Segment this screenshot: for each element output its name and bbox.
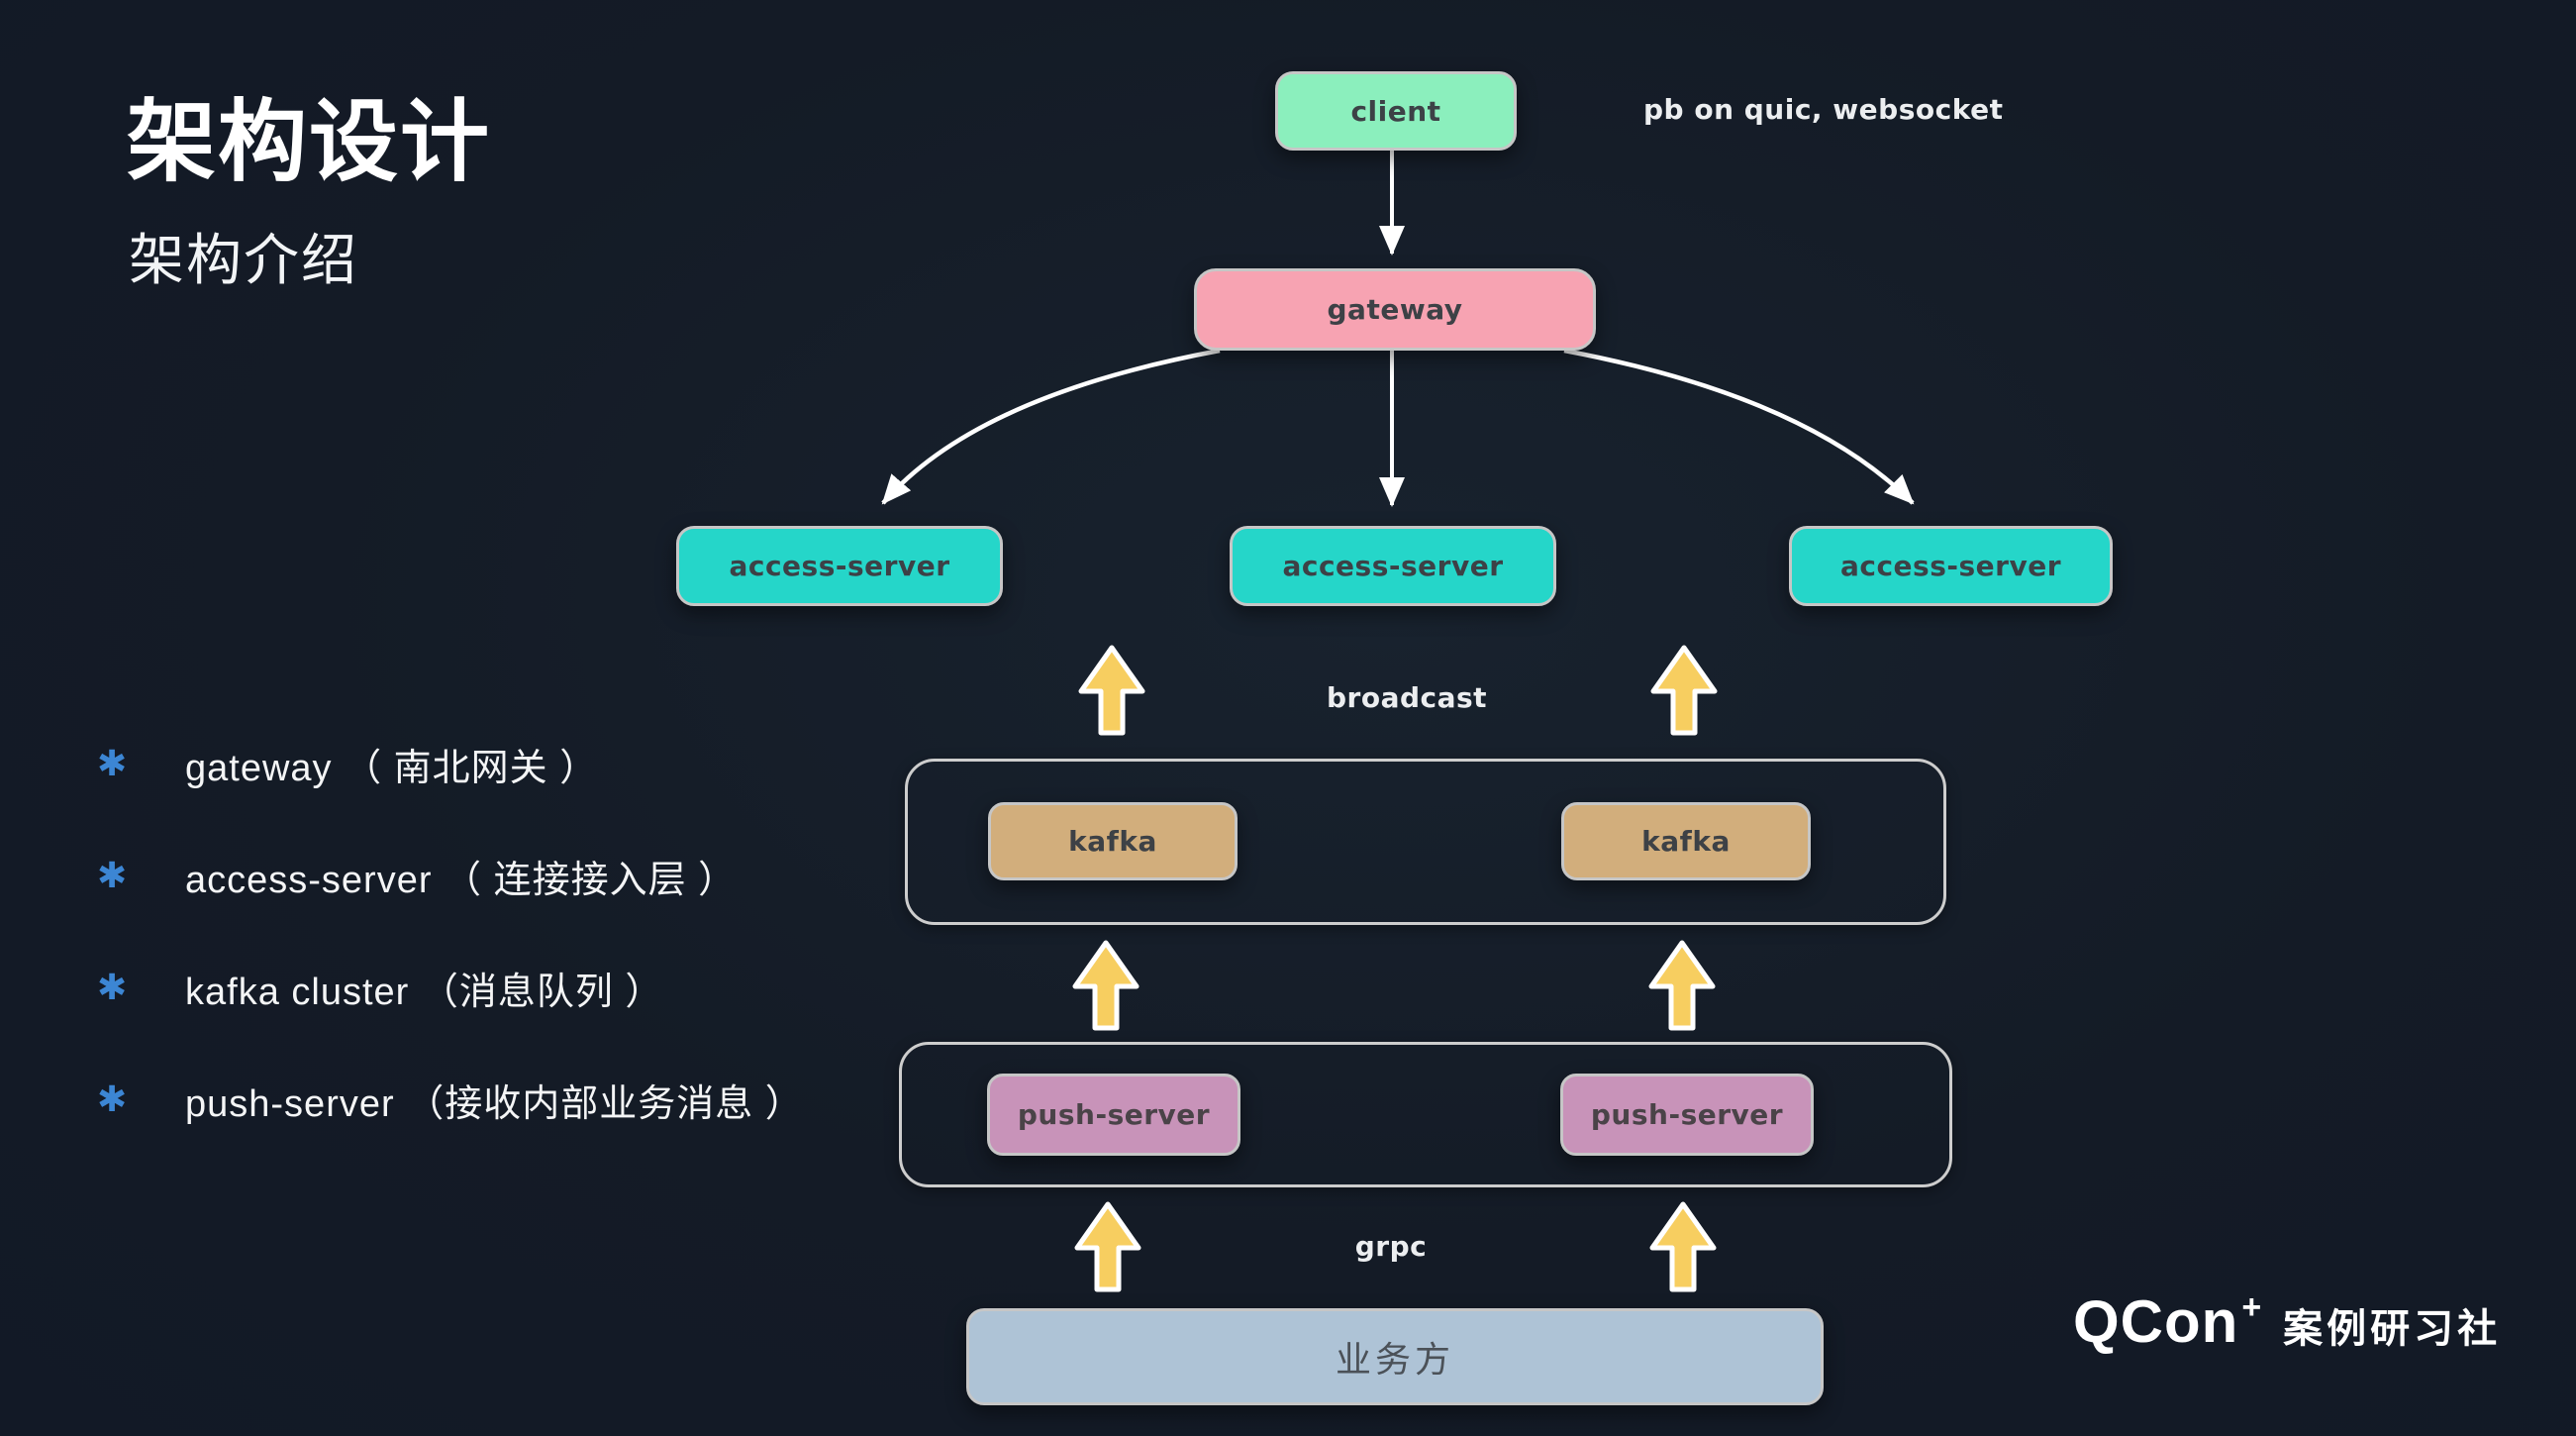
asterisk-bullet-icon: ✱ (97, 967, 128, 1007)
qcon-logo: QCon + 案例研习社 (2073, 1287, 2501, 1356)
node-gateway-label: gateway (1327, 293, 1463, 326)
node-push-server-2: push-server (1560, 1074, 1814, 1156)
node-kafka-label: kafka (1641, 825, 1731, 858)
bullet-item-kafka-cluster: ✱ kafka cluster （消息队列 ） (97, 965, 804, 1013)
page-title: 架构设计 (127, 93, 491, 192)
node-kafka-2: kafka (1561, 802, 1811, 880)
node-push-server-label: push-server (1017, 1098, 1211, 1131)
node-push-server-1: push-server (987, 1074, 1240, 1156)
asterisk-bullet-icon: ✱ (97, 743, 128, 783)
up-arrow-icon (1074, 1201, 1141, 1292)
node-access-server-label: access-server (1282, 550, 1504, 582)
node-push-server-label: push-server (1590, 1098, 1784, 1131)
node-access-server-label: access-server (729, 550, 950, 582)
node-business: 业务方 (966, 1308, 1824, 1405)
qcon-logo-plus-icon: + (2241, 1288, 2262, 1326)
up-arrow-icon (1078, 645, 1145, 736)
up-arrow-icon (1648, 940, 1716, 1031)
node-kafka-1: kafka (988, 802, 1238, 880)
bullet-text: access-server （ 连接接入层 ） (185, 859, 738, 901)
up-arrow-icon (1072, 940, 1139, 1031)
kafka-cluster-container (905, 759, 1946, 925)
bullet-item-gateway: ✱ gateway （ 南北网关 ） (97, 741, 804, 789)
bullet-list: ✱ gateway （ 南北网关 ） ✱ access-server （ 连接接… (97, 741, 804, 1188)
broadcast-label: broadcast (1327, 681, 1488, 714)
node-access-server-2: access-server (1230, 526, 1556, 606)
node-access-server-label: access-server (1839, 550, 2062, 582)
qcon-logo-brand: QCon (2073, 1288, 2239, 1355)
bullet-item-push-server: ✱ push-server （接收内部业务消息 ） (97, 1077, 804, 1125)
grpc-label: grpc (1354, 1230, 1428, 1263)
bullet-text: push-server （接收内部业务消息 ） (185, 1082, 804, 1125)
node-business-label: 业务方 (1335, 1339, 1454, 1380)
asterisk-bullet-icon: ✱ (97, 1078, 128, 1119)
arrow-gateway-to-access-left (881, 348, 1221, 505)
node-client: client (1275, 71, 1517, 151)
push-cluster-container (899, 1042, 1952, 1187)
up-arrow-icon (1649, 1201, 1717, 1292)
bullet-text: kafka cluster （消息队列 ） (185, 971, 664, 1013)
qcon-logo-name: 案例研习社 (2283, 1307, 2502, 1351)
node-client-label: client (1350, 94, 1441, 128)
page-subtitle: 架构介绍 (129, 229, 358, 291)
node-kafka-label: kafka (1068, 825, 1157, 858)
up-arrow-icon (1650, 645, 1718, 736)
arrow-gateway-to-access-right (1563, 348, 1915, 505)
node-access-server-1: access-server (676, 526, 1003, 606)
node-access-server-3: access-server (1789, 526, 2113, 606)
bullet-text: gateway （ 南北网关 ） (185, 747, 599, 789)
asterisk-bullet-icon: ✱ (97, 855, 128, 895)
node-gateway: gateway (1194, 268, 1596, 351)
protocol-label: pb on quic, websocket (1643, 93, 2004, 126)
bullet-item-access-server: ✱ access-server （ 连接接入层 ） (97, 853, 804, 901)
